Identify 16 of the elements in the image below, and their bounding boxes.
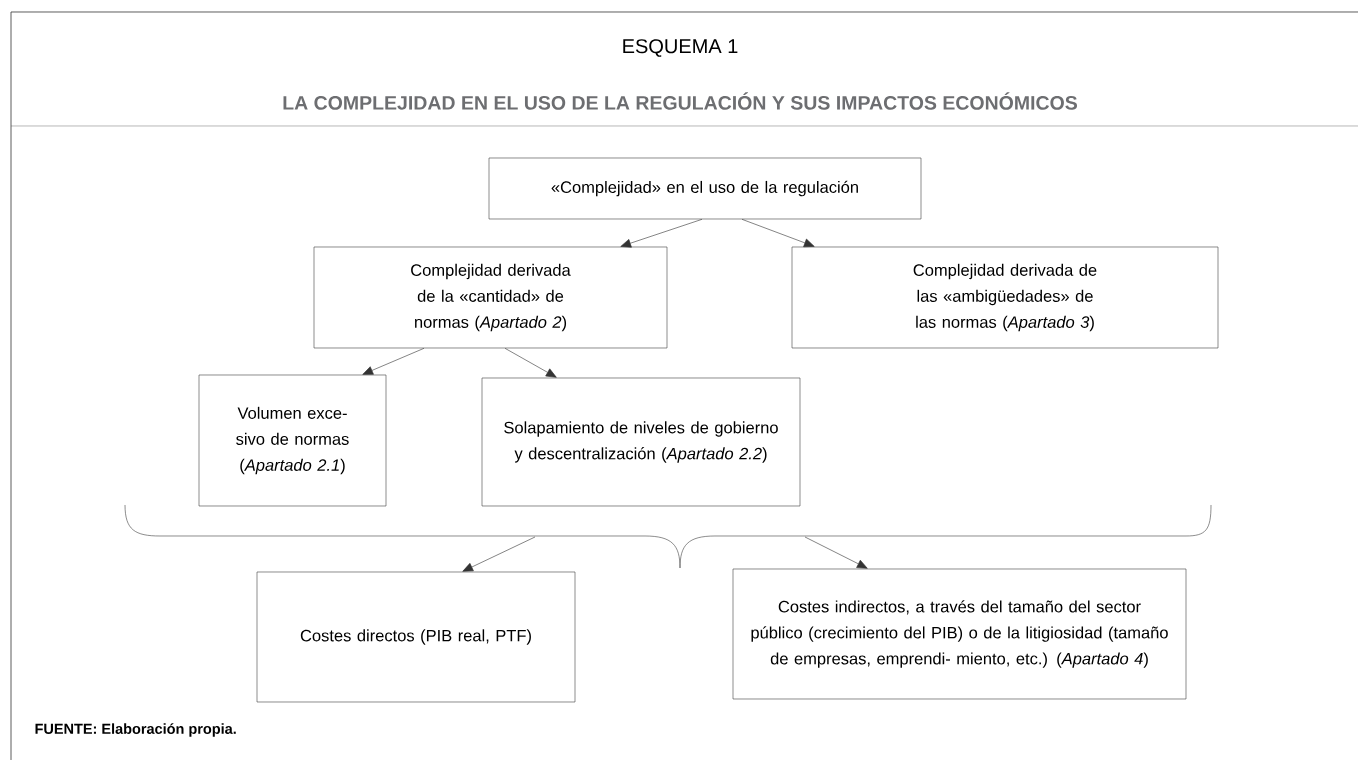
process-box: «Complejidad» en el uso de la regulación (488, 157, 922, 220)
arrow (504, 348, 557, 378)
arrow (804, 536, 868, 569)
process-box: Solapamiento de niveles de gobierno y descentralización (Apartado 2.2) (481, 377, 801, 507)
arrow (620, 219, 703, 248)
process-box: Costes indirectos, a través del tamaño del sector público (crecimiento del PIB) o de la litigiosidad (tamaño de empresas, emprendi- miento, etc.) (Apartado 4) (732, 568, 1187, 700)
process-box: Complejidad derivada de la «cantidad» de normas (Apartado 2) (313, 246, 668, 349)
process-box: Complejidad derivada de las «ambigüedades» de las normas (Apartado 3) (791, 246, 1219, 349)
arrow (362, 348, 425, 375)
process-box: Costes directos (PIB real, PTF) (256, 571, 576, 703)
arrow (462, 536, 536, 572)
source-note: FUENTE: Elaboración propia. (35, 723, 236, 737)
process-box: Volumen exce- sivo de normas (Apartado 2.1) (198, 374, 387, 507)
title: ESQUEMA 1 (623, 39, 738, 57)
subtitle: LA COMPLEJIDAD EN EL USO DE LA REGULACIÓN Y SUS IMPACTOS ECONÓMICOS (283, 92, 1077, 110)
arrow (741, 219, 815, 248)
